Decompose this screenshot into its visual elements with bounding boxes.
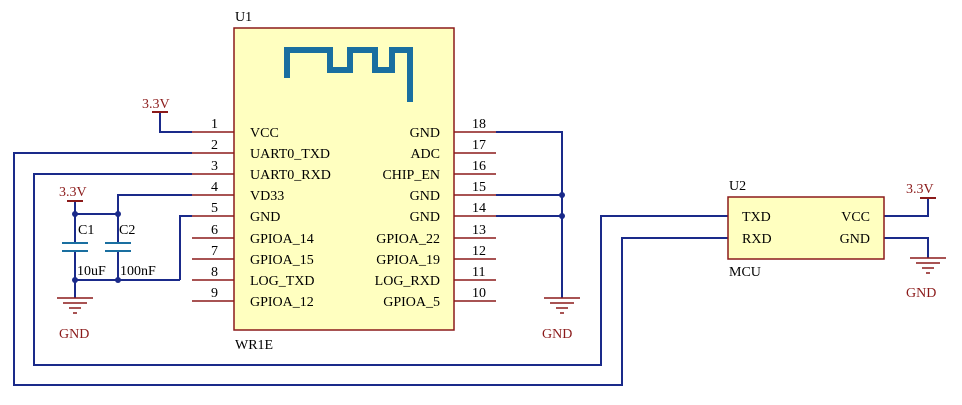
pin-label: UART0_TXD (250, 147, 330, 162)
capacitor-c2: C2 100nF (105, 223, 156, 279)
u1-left-pins: 1 VCC 2 UART0_TXD 3 UART0_RXD 4 VD33 5 G… (211, 117, 331, 310)
pin-num: 15 (472, 180, 486, 195)
power-3v3-u1: 3.3V (142, 97, 170, 113)
pin-label: GPIOA_15 (250, 253, 314, 268)
pin-label: GND (410, 126, 440, 141)
pin-num: 16 (472, 159, 486, 174)
pin-num: 7 (211, 244, 218, 259)
pin-num: 2 (211, 138, 218, 153)
wire-u1-rxd-to-mcu-txd (33, 173, 728, 366)
pin-label: GPIOA_5 (383, 295, 440, 310)
junction-cap-c2-top (115, 211, 121, 217)
power-label: 3.3V (906, 182, 934, 197)
pin-num: 17 (472, 138, 486, 153)
pin-label: GPIOA_22 (376, 232, 440, 247)
pin-label: GPIOA_12 (250, 295, 314, 310)
ground-label: GND (59, 327, 89, 342)
pin-num: 4 (211, 180, 218, 195)
c2-value: 100nF (120, 264, 156, 279)
u1-ref: U1 (235, 10, 252, 25)
wire-gnd-pin5 (179, 215, 192, 280)
pin-num: 12 (472, 244, 486, 259)
u2-pin-txd: TXD (742, 210, 771, 225)
wires (13, 112, 929, 386)
pin-label: CHIP_EN (382, 168, 440, 183)
power-label: 3.3V (142, 97, 170, 112)
ground-label: GND (906, 286, 936, 301)
power-3v3-u2: 3.3V (906, 182, 936, 199)
wire-vd33 (117, 194, 192, 214)
pin-label: UART0_RXD (250, 168, 331, 183)
pin-num: 18 (472, 117, 486, 132)
ground-u1: GND (542, 297, 580, 342)
wire-gnd-pin18 (496, 131, 563, 298)
capacitor-c1: C1 10uF (62, 223, 106, 279)
pin-label: VD33 (250, 189, 284, 204)
wire-mcu-vcc (884, 198, 929, 217)
pin-num: 8 (211, 265, 218, 280)
ground-icon (57, 297, 93, 314)
u1-part: WR1E (235, 338, 273, 353)
power-3v3-caps: 3.3V (59, 185, 87, 202)
pin-num: 11 (472, 265, 485, 280)
pin-num: 9 (211, 286, 218, 301)
c1-ref: C1 (78, 223, 94, 238)
c1-value: 10uF (77, 264, 106, 279)
ground-icon (910, 257, 946, 274)
ground-caps: GND (57, 280, 93, 342)
u2-ref: U2 (729, 179, 746, 194)
u2-pin-gnd: GND (840, 232, 870, 247)
u1-body (233, 27, 455, 331)
u2-body (727, 196, 885, 260)
pin-label: ADC (410, 147, 440, 162)
pin-label: VCC (250, 126, 279, 141)
pin-num: 14 (472, 201, 486, 216)
pin-label: GPIOA_19 (376, 253, 440, 268)
wire-u1-txd-to-mcu-rxd (13, 152, 728, 386)
u2-part: MCU (729, 265, 761, 280)
u1-right-pins: 18 GND 17 ADC 16 CHIP_EN 15 GND 14 GND 1… (375, 117, 486, 310)
antenna-icon (284, 47, 413, 102)
wire-mcu-gnd (884, 237, 929, 258)
pin-label: GND (410, 210, 440, 225)
pin-label: GND (410, 189, 440, 204)
pin-num: 6 (211, 223, 218, 238)
u2-mcu: U2 MCU TXD RXD VCC GND (727, 179, 885, 280)
pin-label: GND (250, 210, 280, 225)
ground-label: GND (542, 327, 572, 342)
pin-num: 10 (472, 286, 486, 301)
pin-num: 5 (211, 201, 218, 216)
junction-cap-c2-bot (115, 277, 121, 283)
u2-pin-rxd: RXD (742, 232, 772, 247)
c2-ref: C2 (119, 223, 135, 238)
junction-gnd-14 (559, 213, 565, 219)
junction-gnd-15 (559, 192, 565, 198)
junction-cap-c1-top (72, 211, 78, 217)
power-label: 3.3V (59, 185, 87, 200)
u1-left-pin-leads (192, 131, 234, 302)
ground-u2: GND (906, 257, 946, 301)
pin-num: 1 (211, 117, 218, 132)
u2-pin-vcc: VCC (841, 210, 870, 225)
u1-right-pin-leads (454, 131, 496, 302)
junctions (72, 192, 565, 283)
pin-label: GPIOA_14 (250, 232, 314, 247)
pin-label: LOG_RXD (375, 274, 440, 289)
u1-module: U1 WR1E (192, 10, 496, 353)
pin-label: LOG_TXD (250, 274, 315, 289)
ground-icon (544, 297, 580, 314)
pin-num: 3 (211, 159, 218, 174)
wire-vcc-u1 (159, 112, 192, 133)
pin-num: 13 (472, 223, 486, 238)
